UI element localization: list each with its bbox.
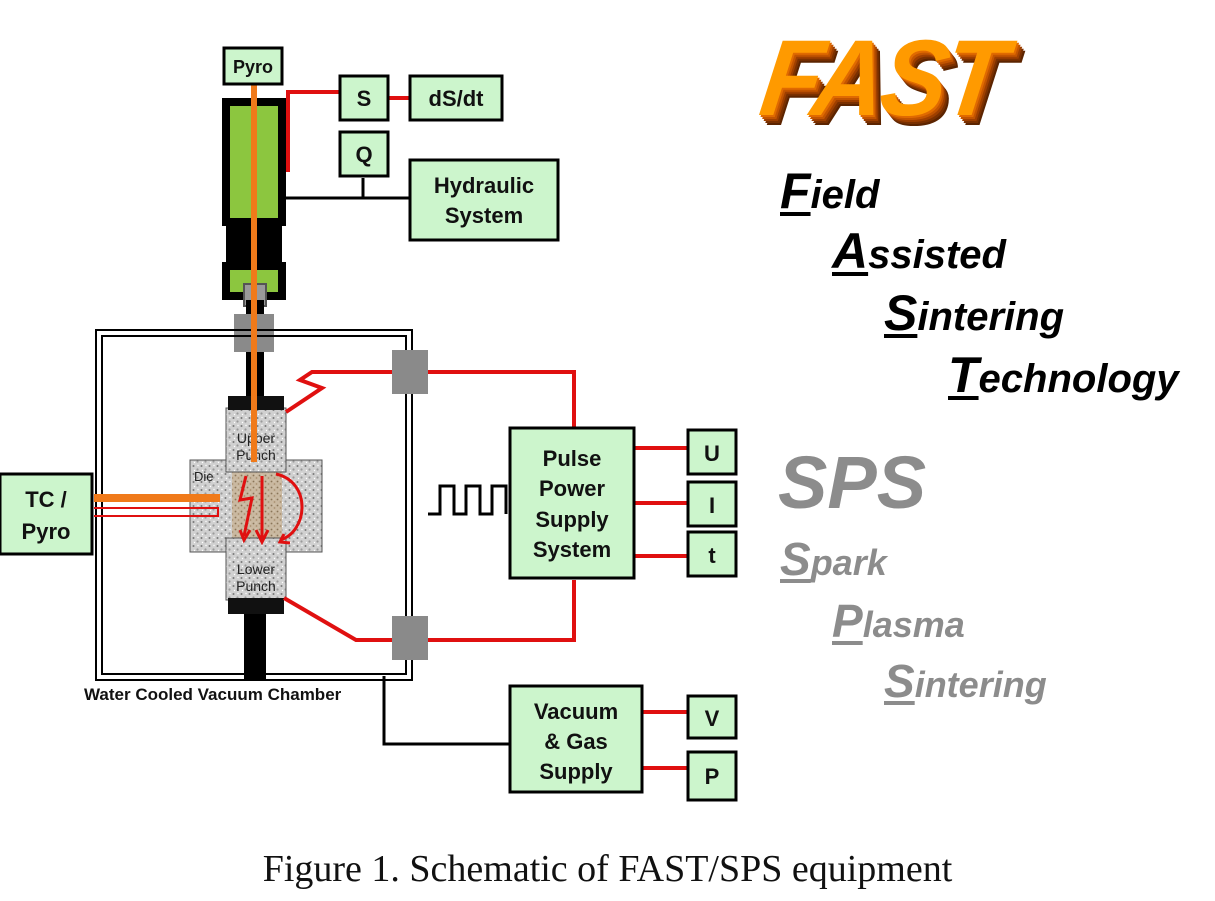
- pulse-power-supply-box: Pulse Power Supply System: [508, 426, 636, 580]
- t-box: t: [686, 530, 738, 578]
- control-lines: [282, 178, 510, 746]
- current-flow-arrows: [237, 472, 304, 546]
- v-box: V: [686, 694, 738, 740]
- sps-logo: SPS: [778, 441, 927, 524]
- fast-logo: FAST: [753, 17, 1011, 138]
- dsdt-box: dS/dt: [408, 74, 504, 122]
- tc-probe: [94, 494, 220, 517]
- vacuum-gas-supply-box: Vacuum & Gas Supply: [508, 684, 644, 794]
- die-label: Die: [194, 469, 214, 484]
- svg-text:Power: Power: [539, 476, 605, 501]
- svg-text:Pulse: Pulse: [543, 446, 602, 471]
- pulse-waveform-icon: [428, 484, 508, 516]
- p-box: P: [686, 750, 738, 802]
- svg-text:System: System: [533, 537, 611, 562]
- sps-acronym-spark: Spark: [780, 533, 887, 585]
- lower-shaft: [244, 614, 266, 680]
- svg-text:Supply: Supply: [535, 507, 609, 532]
- svg-text:Vacuum: Vacuum: [534, 699, 618, 724]
- lower-punch-label-2: Punch: [236, 578, 276, 594]
- chamber-label: Water Cooled Vacuum Chamber: [84, 685, 342, 704]
- svg-text:System: System: [445, 203, 523, 228]
- fast-acronym-field: Field: [780, 163, 880, 219]
- lower-punch-label-1: Lower: [237, 561, 275, 577]
- svg-text:dS/dt: dS/dt: [429, 86, 485, 111]
- svg-text:& Gas: & Gas: [544, 729, 608, 754]
- feedthrough-bottom: [392, 616, 428, 660]
- svg-text:TC /: TC /: [25, 487, 67, 512]
- fast-acronym-assisted: Assisted: [832, 223, 1006, 279]
- svg-text:t: t: [708, 543, 716, 568]
- figure-caption: Figure 1. Schematic of FAST/SPS equipmen…: [262, 848, 953, 890]
- s-box: S: [338, 74, 390, 122]
- hydraulic-system-box: Hydraulic System: [408, 158, 560, 242]
- svg-text:I: I: [709, 493, 715, 518]
- feedthrough-top: [392, 350, 428, 394]
- sps-acronym-sintering: Sintering: [884, 655, 1047, 707]
- q-box: Q: [338, 130, 390, 178]
- svg-text:Pyro: Pyro: [233, 57, 273, 77]
- powder-sample: [232, 472, 282, 538]
- fast-acronym-sintering: Sintering: [884, 285, 1065, 341]
- svg-text:Supply: Supply: [539, 759, 613, 784]
- tc-pyro-box: TC / Pyro: [0, 472, 94, 556]
- svg-text:V: V: [705, 706, 720, 731]
- fast-acronym-technology: Technology: [948, 347, 1179, 403]
- power-wiring: [282, 90, 688, 770]
- lower-punch-cap: [228, 598, 284, 614]
- svg-text:Q: Q: [355, 142, 372, 167]
- svg-text:Pyro: Pyro: [22, 519, 71, 544]
- i-box: I: [686, 480, 738, 528]
- svg-text:U: U: [704, 441, 720, 466]
- sps-acronym-plasma: Plasma: [832, 595, 965, 647]
- lower-punch: [225, 537, 287, 601]
- svg-text:Hydraulic: Hydraulic: [434, 173, 534, 198]
- svg-text:P: P: [705, 764, 720, 789]
- u-box: U: [686, 428, 738, 476]
- pyro-top-box: Pyro: [222, 46, 284, 86]
- svg-text:S: S: [357, 86, 372, 111]
